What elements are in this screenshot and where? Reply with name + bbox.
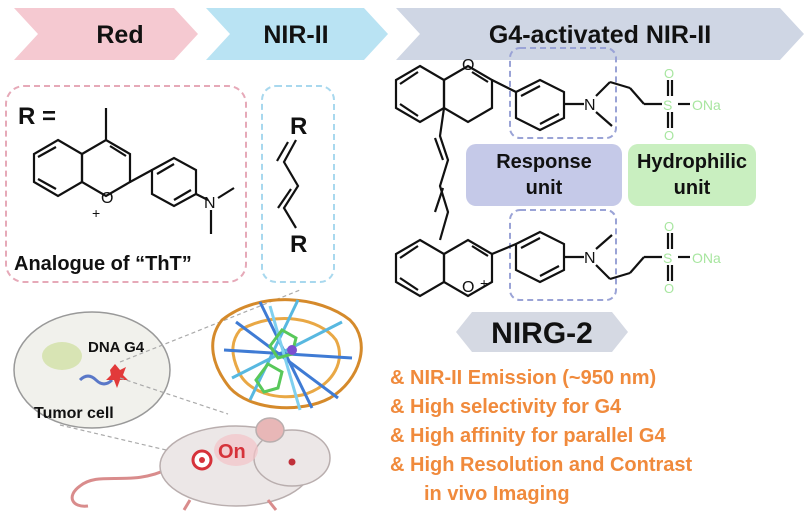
dna-g4-label: DNA G4 xyxy=(88,339,145,356)
bottom-oxo-upper: O xyxy=(664,219,674,234)
stage-banner: Red NIR-II G4-activated NIR-II xyxy=(14,8,804,60)
mouse-illustration: On xyxy=(70,417,331,511)
feature-item-5: in vivo Imaging xyxy=(424,483,570,505)
linker-r-bottom: R xyxy=(290,231,307,258)
top-sulfur: S xyxy=(663,97,672,113)
stage-nir2-label: NIR-II xyxy=(263,21,328,49)
linker-panel: R R xyxy=(261,85,335,283)
tumor-cell-label: Tumor cell xyxy=(34,405,114,422)
feature-list: & NIR-II Emission (~950 nm) & High selec… xyxy=(390,367,693,505)
top-oxo-upper: O xyxy=(664,66,674,81)
compound-name: NIRG-2 xyxy=(491,317,593,350)
mouse-ear xyxy=(255,417,285,443)
mouse-back-paw xyxy=(182,499,192,511)
linker-box xyxy=(261,85,335,283)
response-unit-line1: Response xyxy=(496,151,592,173)
hydrophilic-unit-box xyxy=(628,144,756,206)
tht-oxygen: O xyxy=(101,190,113,207)
tumor-cell xyxy=(13,311,171,429)
mitochondria-icon xyxy=(78,374,114,386)
stage-g4-label: G4-activated NIR-II xyxy=(489,21,711,49)
cell-nucleus xyxy=(42,342,82,370)
on-label: On xyxy=(218,441,246,463)
g4-dna-structure xyxy=(211,298,363,411)
linker-r-top: R xyxy=(290,113,307,140)
stage-red-chevron xyxy=(14,8,198,60)
tht-nitrogen: N xyxy=(204,195,216,212)
feature-item-4: & High Resolution and Contrast xyxy=(390,454,693,476)
tht-plus: + xyxy=(92,205,100,221)
nirg2-structure: O N O S ONa O Response unit Hydrophilic … xyxy=(394,47,756,301)
analogue-caption: Analogue of “ThT” xyxy=(14,253,192,275)
response-unit-box xyxy=(466,144,622,206)
feature-item-2: & High selectivity for G4 xyxy=(390,396,622,418)
hydrophilic-unit-line2: unit xyxy=(674,177,711,199)
mouse-front-paw xyxy=(266,499,278,511)
bottom-oxygen: O xyxy=(462,279,474,296)
top-aminophenyl-dashbox xyxy=(509,47,617,139)
tht-analogue-box xyxy=(5,85,247,283)
bottom-sulfur: S xyxy=(663,250,672,266)
top-ona: ONa xyxy=(692,97,721,113)
top-oxygen: O xyxy=(462,57,474,74)
r-equals-label: R = xyxy=(18,103,56,130)
tht-analogue-panel: R = O + N Analogue of “ThT” xyxy=(5,85,247,283)
feature-item-3: & High affinity for parallel G4 xyxy=(390,425,666,447)
top-nitrogen: N xyxy=(584,97,596,114)
stage-nir2-chevron xyxy=(206,8,388,60)
bottom-nitrogen: N xyxy=(584,250,596,267)
mouse-tail xyxy=(70,466,171,508)
bottom-oxo-lower: O xyxy=(664,281,674,296)
bottom-ona: ONa xyxy=(692,250,721,266)
tumor-cell-illustration: DNA G4 Tumor cell xyxy=(13,311,171,429)
hydrophilic-unit-line1: Hydrophilic xyxy=(637,151,747,173)
polymethine-chain xyxy=(276,139,300,229)
signal-glow xyxy=(214,434,258,466)
tht-structure xyxy=(32,108,235,234)
mouse-eye xyxy=(288,458,296,466)
bottom-plus: + xyxy=(480,275,488,291)
g4-spot-icon xyxy=(106,364,128,388)
top-oxo-lower: O xyxy=(664,128,674,143)
response-unit-line2: unit xyxy=(526,177,563,199)
stage-g4-chevron xyxy=(396,8,804,60)
bottom-aminophenyl-dashbox xyxy=(509,209,617,301)
stage-red-label: Red xyxy=(96,21,143,49)
compound-name-badge: NIRG-2 xyxy=(456,312,628,352)
feature-item-1: & NIR-II Emission (~950 nm) xyxy=(390,367,656,389)
